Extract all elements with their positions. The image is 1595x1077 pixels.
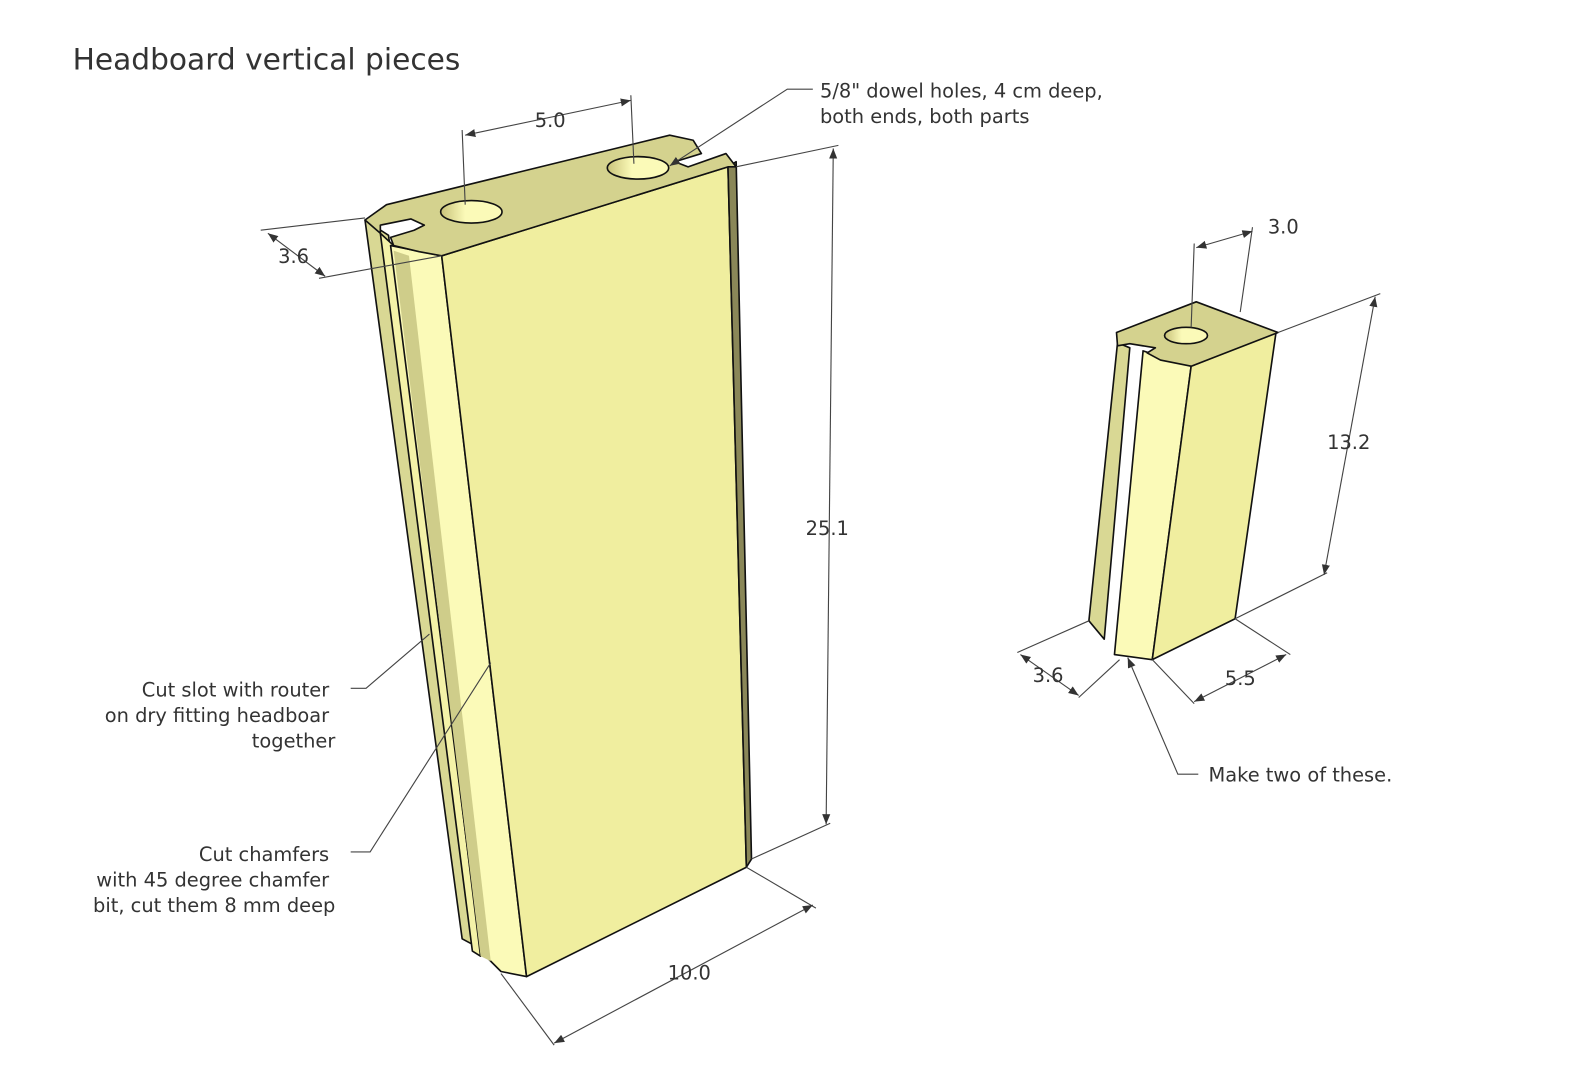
dim-width-small: 5.5 xyxy=(1225,667,1256,690)
dim-depth-small: 3.6 xyxy=(1033,664,1064,687)
large-vertical-piece xyxy=(364,134,753,978)
dim-hole-spacing: 5.0 xyxy=(535,109,566,132)
dowel-hole xyxy=(1163,326,1209,345)
note-cut-chamfers: Cut chamfers with 45 degree chamfer bit,… xyxy=(93,843,335,917)
dim-depth: 3.6 xyxy=(278,245,309,268)
dowel-hole xyxy=(606,155,670,180)
note-dowel-holes: 5/8" dowel holes, 4 cm deep, both ends, … xyxy=(820,79,1109,128)
slot-left-flange xyxy=(1088,341,1131,641)
dimensions-large: 5.0 3.6 25.1 10.0 xyxy=(260,95,849,1046)
note-cut-slot: Cut slot with router on dry fitting head… xyxy=(105,678,336,752)
dimensions-small: 3.0 13.2 3.6 5.5 xyxy=(1017,215,1381,705)
dowel-hole xyxy=(439,199,503,224)
leaders xyxy=(350,88,1199,853)
dim-height: 25.1 xyxy=(806,517,849,540)
dim-height-small: 13.2 xyxy=(1327,431,1370,454)
dim-width: 10.0 xyxy=(668,962,711,985)
note-make-two: Make two of these. xyxy=(1209,763,1393,786)
page-title: Headboard vertical pieces xyxy=(73,42,461,77)
small-vertical-piece xyxy=(1088,300,1279,661)
dim-hole-offset: 3.0 xyxy=(1268,215,1299,238)
